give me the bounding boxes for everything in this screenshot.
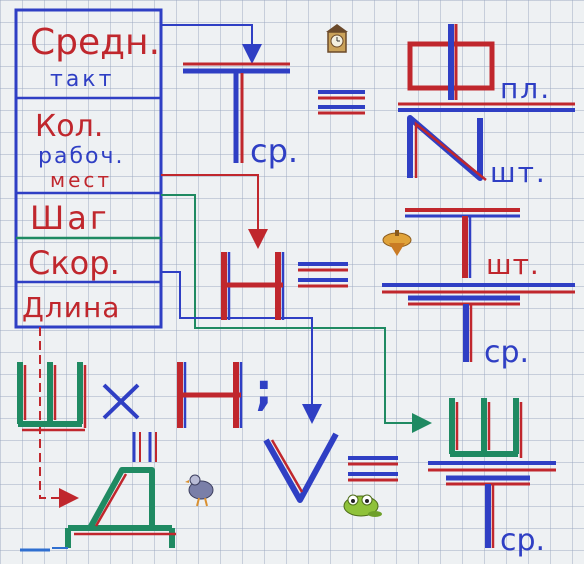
formula-workplaces-denominator-T bbox=[408, 295, 520, 362]
legend-item-avg-takt-line2: такт bbox=[50, 67, 114, 92]
formula-workplaces: шт. ср. bbox=[221, 208, 575, 370]
formula-avg-takt: ср. пл. шт. bbox=[183, 24, 575, 189]
frog-sticker bbox=[343, 494, 382, 517]
formula-speed-denominator-T bbox=[446, 475, 530, 548]
formula-length-result-De bbox=[65, 467, 176, 548]
formula-speed-numerator-Sha bbox=[449, 398, 523, 458]
formula-workplaces-numerator-T bbox=[405, 208, 520, 278]
legend-item-step: Шаг bbox=[30, 199, 110, 237]
connectors bbox=[39, 24, 432, 508]
legend-item-length: Длина bbox=[22, 291, 120, 324]
brand-logo bbox=[20, 547, 68, 552]
legend-item-workplaces-line2: рабоч. bbox=[38, 144, 124, 169]
arrow-avg-takt-to-T bbox=[161, 24, 262, 64]
bird-sticker bbox=[185, 474, 214, 507]
arrow-length-to-D bbox=[39, 327, 79, 508]
arrow-step-to-V-numerator bbox=[161, 194, 432, 433]
formula-length-equals-vertical bbox=[132, 432, 157, 462]
legend-box: Средн. такт Кол. рабоч. мест Шаг Скор. Д… bbox=[14, 8, 163, 329]
legend-item-workplaces-line1: Кол. bbox=[35, 109, 103, 144]
arrow-speed-to-V bbox=[161, 271, 322, 424]
formula-avg-takt-denominator-subscript: шт. bbox=[490, 156, 547, 189]
formula-length-step-Sha bbox=[17, 362, 87, 432]
formula-speed: ср. bbox=[263, 398, 556, 558]
arrow-workplaces-to-H bbox=[161, 174, 268, 249]
formula-avg-takt-numerator-subscript: пл. bbox=[500, 72, 551, 105]
formula-workplaces-lhs-H bbox=[221, 252, 285, 320]
legend-item-workplaces-line3: мест bbox=[50, 168, 112, 192]
legend-item-avg-takt-line1: Средн. bbox=[30, 22, 160, 63]
formula-workplaces-denominator-subscript: ср. bbox=[484, 335, 529, 370]
formula-length-semicolon: ; bbox=[255, 365, 273, 416]
clock-sticker bbox=[326, 24, 348, 53]
formula-length-workplaces-H bbox=[177, 362, 243, 428]
spinning-top-sticker bbox=[382, 230, 412, 256]
formula-speed-lhs-V bbox=[263, 432, 339, 503]
formula-length: ; bbox=[17, 362, 273, 548]
formula-length-multiply-sign bbox=[102, 383, 140, 420]
formula-avg-takt-numerator-phi bbox=[407, 24, 495, 100]
legend-item-speed: Скор. bbox=[28, 244, 120, 282]
formula-workplaces-numerator-subscript: шт. bbox=[486, 248, 540, 281]
formula-avg-takt-lhs-subscript: ср. bbox=[250, 132, 298, 170]
formula-speed-denominator-subscript: ср. bbox=[500, 523, 545, 558]
